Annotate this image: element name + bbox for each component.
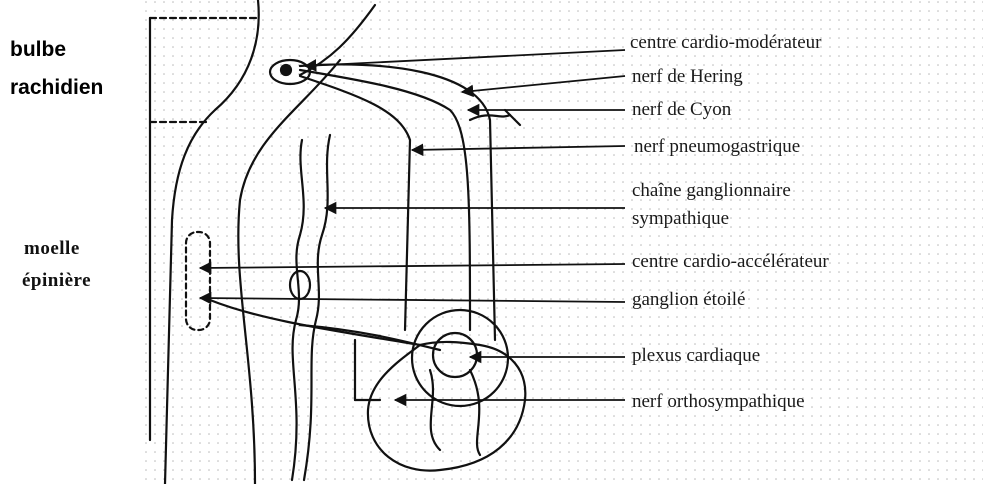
label-nerf-orthosympathique: nerf orthosympathique (632, 391, 805, 413)
label-bulbe-line1: bulbe (10, 38, 66, 62)
label-nerf-pneumogastrique: nerf pneumogastrique (634, 136, 800, 158)
label-centre-cardio-accelerateur: centre cardio-accélérateur (632, 251, 829, 273)
dotted-background (140, 0, 983, 484)
label-moelle-line2: épinière (22, 270, 91, 292)
label-nerf-cyon: nerf de Cyon (632, 99, 731, 121)
label-ganglion-etoile: ganglion étoilé (632, 289, 745, 311)
label-sympathique: sympathique (632, 208, 729, 230)
label-bulbe-line2: rachidien (10, 76, 103, 100)
label-nerf-hering: nerf de Hering (632, 66, 743, 88)
label-chaine-ganglionnaire: chaîne ganglionnaire (632, 180, 791, 202)
label-plexus-cardiaque: plexus cardiaque (632, 345, 760, 367)
label-centre-cardio-moderateur: centre cardio-modérateur (630, 32, 821, 54)
label-moelle-line1: moelle (24, 238, 80, 260)
